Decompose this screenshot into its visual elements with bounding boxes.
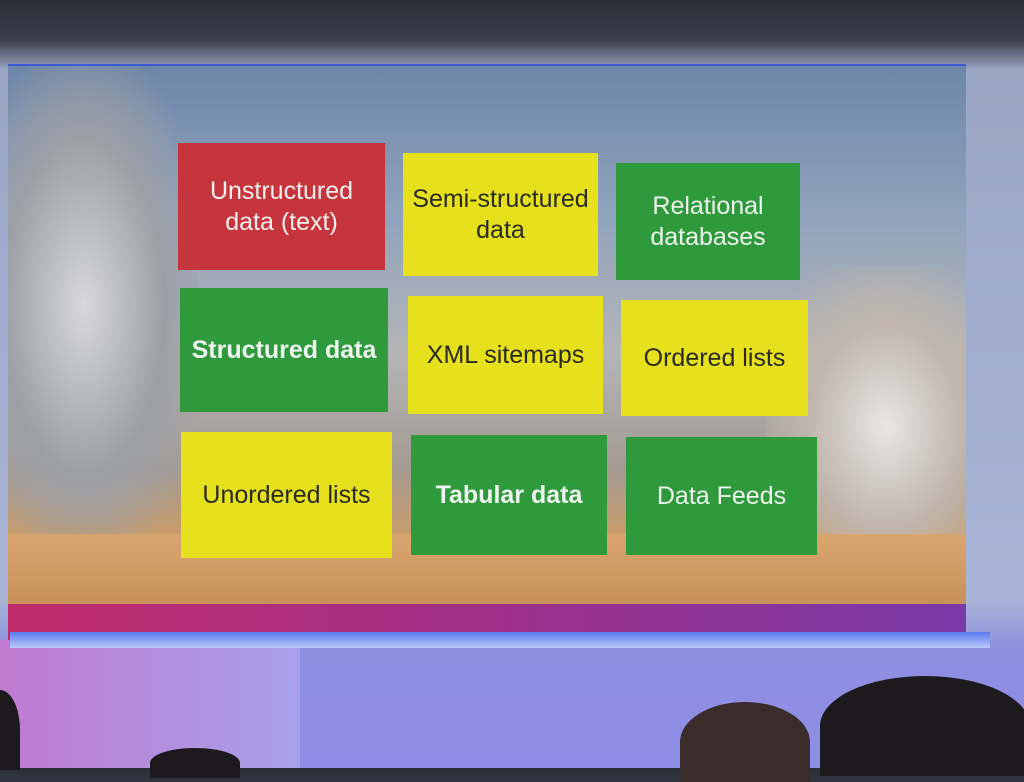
box-unstructured-data: Unstructured data (text) [178, 143, 385, 270]
box-unordered-lists: Unordered lists [181, 432, 392, 558]
box-ordered-lists: Ordered lists [621, 300, 808, 416]
audience-head [680, 702, 810, 782]
box-tabular-data: Tabular data [411, 435, 607, 555]
audience-head [0, 690, 20, 770]
box-relational-databases: Relational databases [616, 163, 800, 280]
smoke-cloud-left [8, 66, 198, 546]
audience-head [150, 748, 240, 778]
audience-head [820, 676, 1024, 776]
box-structured-data: Structured data [180, 288, 388, 412]
box-xml-sitemaps: XML sitemaps [408, 296, 603, 414]
stage-wall [0, 640, 300, 768]
box-data-feeds: Data Feeds [626, 437, 817, 555]
screen-ledge-light [10, 632, 990, 648]
box-semi-structured-data: Semi-structured data [403, 153, 598, 276]
